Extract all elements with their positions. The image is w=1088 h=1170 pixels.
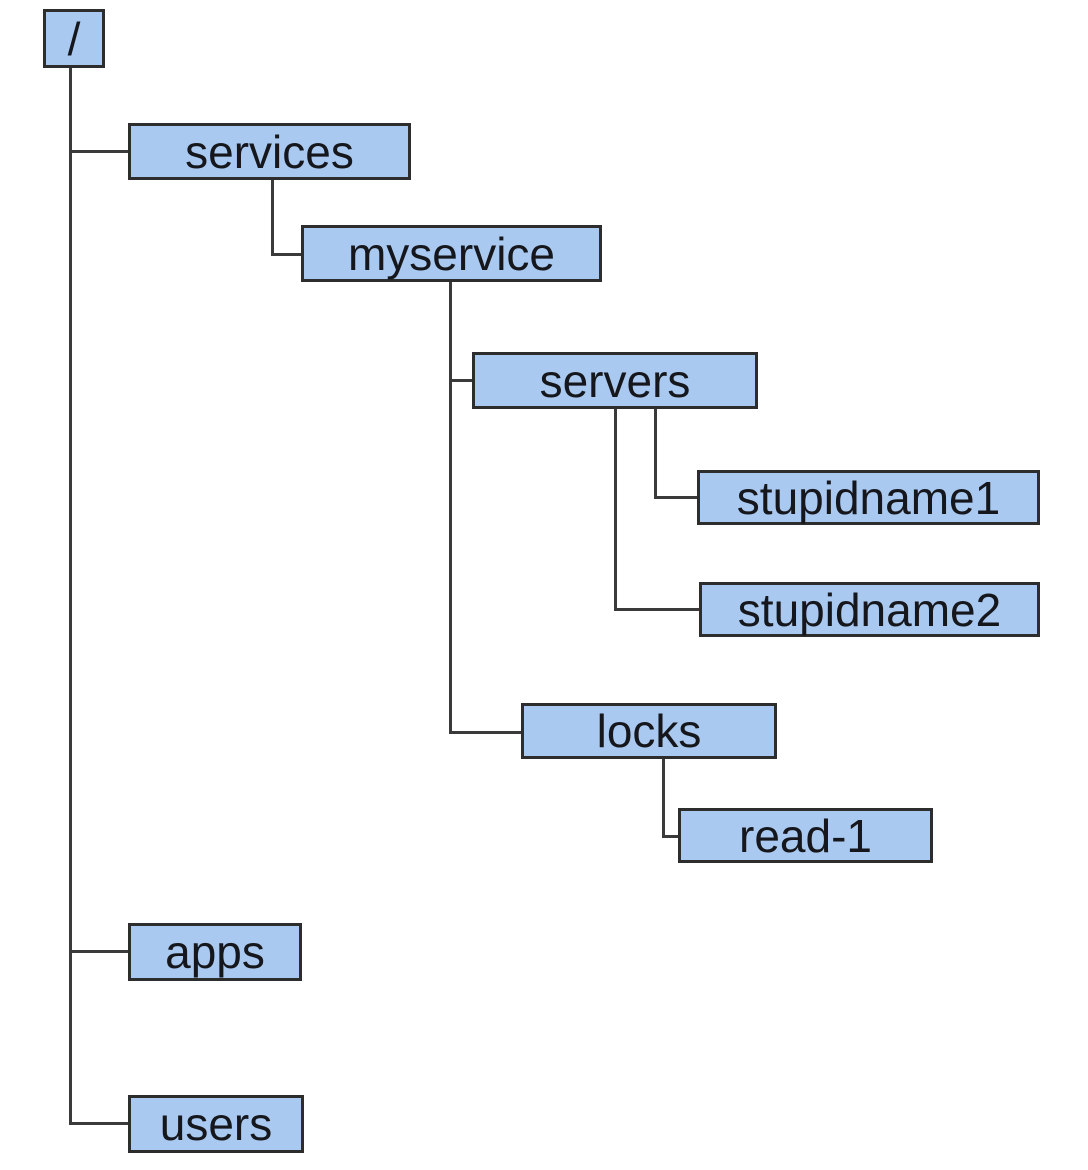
tree-node-stupidname2: stupidname2 [699,582,1040,637]
connector-services-myservice [271,253,301,256]
connector-locks-vertical [662,759,665,838]
tree-node-read1: read-1 [678,808,933,863]
tree-node-myservice: myservice [301,225,602,282]
tree-node-root: / [43,9,105,68]
connector-servers-vertical-1 [654,409,657,499]
tree-node-services: services [128,123,411,180]
connector-myservice-servers [449,379,472,382]
connector-root-apps [69,950,128,953]
tree-node-apps: apps [128,923,302,981]
connector-root-trunk-vertical [69,67,72,1125]
connector-locks-read1 [662,835,678,838]
tree-node-servers: servers [472,352,758,409]
connector-myservice-locks [449,731,521,734]
connector-services-vertical [271,180,274,256]
connector-servers-vertical-2 [614,409,617,611]
tree-node-locks: locks [521,703,777,759]
connector-servers-stupidname1 [654,496,697,499]
connector-root-users [69,1122,128,1125]
connector-servers-stupidname2 [614,608,699,611]
connector-root-services [69,150,128,153]
tree-node-users: users [128,1095,304,1153]
tree-node-stupidname1: stupidname1 [697,470,1040,525]
connector-myservice-vertical [449,282,452,734]
